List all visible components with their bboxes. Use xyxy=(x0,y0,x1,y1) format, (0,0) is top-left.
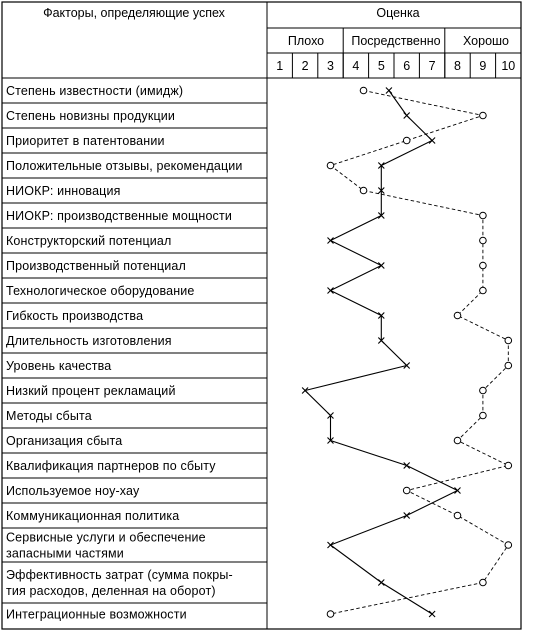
factor-label: Приоритет в патентовании xyxy=(6,134,165,148)
factor-label: Коммуникационная политика xyxy=(6,509,179,523)
circle-marker xyxy=(402,486,411,495)
factor-label: тия расходов, деленная на оборот) xyxy=(6,584,216,598)
circle-marker xyxy=(479,286,487,295)
cross-marker xyxy=(385,87,393,94)
factor-label: Положительные отзывы, рекомендации xyxy=(6,159,243,173)
group-label-average: Посредственно xyxy=(351,34,440,48)
cross-marker xyxy=(377,337,385,344)
circle-marker xyxy=(453,511,462,520)
circle-marker xyxy=(326,610,335,618)
circle-marker xyxy=(479,411,487,420)
factor-label: Уровень качества xyxy=(6,359,111,373)
rating-profiles xyxy=(301,86,513,618)
factor-label: НИОКР: инновация xyxy=(6,184,121,198)
cross-marker xyxy=(377,212,385,219)
cross-marker xyxy=(327,541,334,549)
scale-tick-label: 7 xyxy=(429,59,436,73)
factor-label: Гибкость производства xyxy=(6,309,143,323)
group-label-good: Хорошо xyxy=(463,34,509,48)
circle-marker xyxy=(479,236,487,245)
cross-marker xyxy=(377,162,385,169)
dashed-profile-line xyxy=(329,90,510,615)
cross-marker xyxy=(428,610,436,618)
factor-label: запасными частями xyxy=(6,547,124,561)
table-grid xyxy=(1,1,522,630)
factors-column-title: Факторы, определяющие успех xyxy=(43,6,226,20)
cross-marker xyxy=(327,287,334,294)
cross-marker xyxy=(327,412,334,419)
rating-scale: 1 2 3 4 5 6 7 8 9 10 xyxy=(276,59,515,73)
cross-marker xyxy=(428,137,436,144)
table-border xyxy=(1,1,522,630)
factor-label: Методы сбыта xyxy=(6,409,92,423)
scale-tick-label: 1 xyxy=(276,59,283,73)
circle-marker xyxy=(479,578,487,587)
circle-marker xyxy=(453,311,462,320)
scale-tick-label: 9 xyxy=(479,59,486,73)
factor-label: Сервисные услуги и обеспечение xyxy=(6,531,206,545)
circle-marker xyxy=(479,261,487,270)
solid-profile-line xyxy=(304,90,459,615)
scale-tick-label: 3 xyxy=(327,59,334,73)
cross-marker xyxy=(454,487,461,494)
cross-marker xyxy=(327,437,334,444)
group-label-poor: Плохо xyxy=(288,34,324,48)
circle-marker xyxy=(402,136,411,145)
cross-marker xyxy=(301,387,309,394)
scale-tick-label: 2 xyxy=(302,59,309,73)
factor-label: Используемое ноу-хау xyxy=(6,484,140,498)
cross-marker xyxy=(377,187,385,194)
scale-tick-label: 10 xyxy=(501,59,515,73)
circle-marker xyxy=(479,111,487,120)
circle-marker xyxy=(326,161,335,170)
factor-label: Степень известности (имидж) xyxy=(6,84,183,98)
cross-marker xyxy=(403,462,411,469)
factor-label: Степень новизны продукции xyxy=(6,109,175,123)
table-header: Факторы, определяющие успех Оценка Плохо… xyxy=(43,6,509,48)
factor-label: Длительность изготовления xyxy=(6,334,172,348)
cross-marker xyxy=(403,512,411,519)
rating-column-title: Оценка xyxy=(376,6,419,20)
circle-marker xyxy=(359,86,368,95)
circle-marker xyxy=(504,461,513,470)
factor-labels: Степень известности (имидж) Степень новиз… xyxy=(6,84,243,622)
cross-marker xyxy=(403,362,411,369)
cross-marker xyxy=(327,237,334,244)
circle-marker xyxy=(359,186,368,195)
scale-tick-label: 5 xyxy=(378,59,385,73)
cross-marker xyxy=(377,579,385,586)
factor-label: Организация сбыта xyxy=(6,434,122,448)
factor-label: Низкий процент рекламаций xyxy=(6,384,176,398)
circle-marker xyxy=(453,436,462,445)
factor-label: Квалификация партнеров по сбыту xyxy=(6,459,216,473)
factor-label: Эффективность затрат (сумма покры- xyxy=(6,568,233,582)
factor-label: Интеграционные возможности xyxy=(6,608,187,622)
factor-label: Технологическое оборудование xyxy=(6,284,195,298)
scale-tick-label: 4 xyxy=(352,59,359,73)
circle-marker xyxy=(504,336,513,345)
cross-marker xyxy=(377,312,385,319)
cross-marker xyxy=(403,112,411,119)
circle-marker xyxy=(504,361,513,370)
factor-label: Конструкторский потенциал xyxy=(6,234,171,248)
circle-marker xyxy=(479,211,487,220)
circle-marker xyxy=(504,541,513,549)
factor-label: Производственный потенциал xyxy=(6,259,186,273)
scale-tick-label: 6 xyxy=(403,59,410,73)
cross-marker xyxy=(377,262,385,269)
factor-label: НИОКР: производственные мощности xyxy=(6,209,232,223)
circle-marker xyxy=(479,386,487,395)
scale-tick-label: 8 xyxy=(454,59,461,73)
